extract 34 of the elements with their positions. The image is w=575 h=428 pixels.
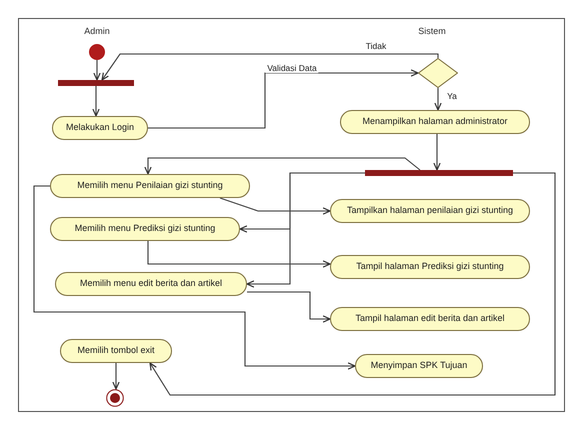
arrow bbox=[433, 134, 441, 171]
initial-node bbox=[89, 44, 105, 60]
arrow bbox=[147, 241, 331, 268]
arrow bbox=[101, 53, 439, 81]
arrow bbox=[92, 86, 100, 117]
arrow bbox=[33, 185, 356, 370]
arrow bbox=[148, 69, 419, 129]
edge-label: Validasi Data bbox=[265, 63, 319, 73]
activity-box: Memilih menu Penilaian gizi stunting bbox=[50, 174, 250, 198]
decision-diamond bbox=[418, 58, 458, 88]
activity-box: Memilih tombol exit bbox=[60, 339, 172, 363]
fork-bar bbox=[58, 80, 134, 86]
activity-box: Melakukan Login bbox=[52, 116, 148, 140]
arrow bbox=[220, 197, 331, 215]
swimlane-label: Admin bbox=[84, 26, 110, 36]
arrow bbox=[434, 88, 442, 111]
arrow bbox=[144, 157, 420, 175]
activity-box: Memilih menu edit berita dan artikel bbox=[55, 272, 247, 296]
edge-label: Tidak bbox=[364, 41, 388, 51]
arrow bbox=[93, 60, 101, 81]
activity-box: Memilih menu Prediksi gizi stunting bbox=[50, 217, 240, 241]
swimlane-label: Sistem bbox=[418, 26, 446, 36]
arrow bbox=[149, 172, 556, 396]
arrow bbox=[247, 291, 331, 323]
activity-box: Menampilkan halaman administrator bbox=[340, 110, 530, 134]
arrow bbox=[112, 363, 120, 390]
activity-box: Tampilkan halaman penilaian gizi stunting bbox=[330, 199, 530, 223]
fork-bar bbox=[365, 170, 513, 176]
edge-label: Ya bbox=[445, 91, 459, 101]
activity-box: Tampil halaman edit berita dan artikel bbox=[330, 307, 530, 331]
final-node bbox=[106, 389, 124, 407]
activity-box: Menyimpan SPK Tujuan bbox=[355, 354, 483, 378]
activity-box: Tampil halaman Prediksi gizi stunting bbox=[330, 255, 530, 279]
arrow bbox=[246, 172, 365, 288]
